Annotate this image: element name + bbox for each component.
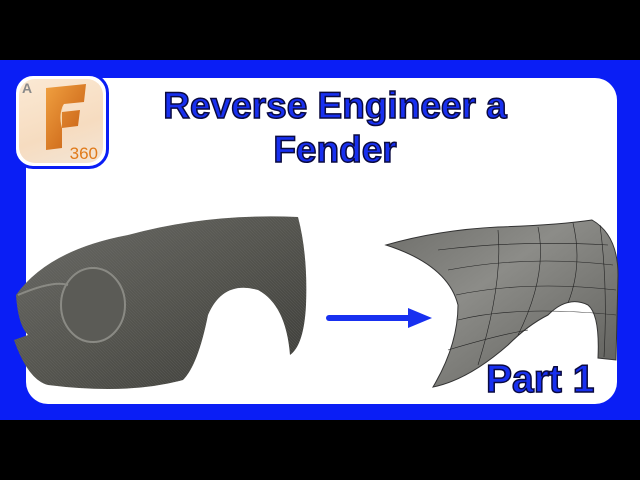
title-line-1: Reverse Engineer a bbox=[163, 84, 508, 127]
title-line-2: Fender bbox=[273, 128, 398, 171]
surface-modeled-fender-image bbox=[384, 219, 619, 388]
fusion-f-icon bbox=[46, 84, 86, 150]
scanned-fender-mesh-image bbox=[14, 216, 307, 389]
right-arrow-icon bbox=[326, 308, 432, 328]
autodesk-icon: A bbox=[22, 80, 33, 96]
part-number-label: Part 1 bbox=[485, 357, 595, 402]
logo-version-label: 360 bbox=[69, 144, 98, 163]
fusion-360-logo: A 360 bbox=[13, 73, 109, 169]
